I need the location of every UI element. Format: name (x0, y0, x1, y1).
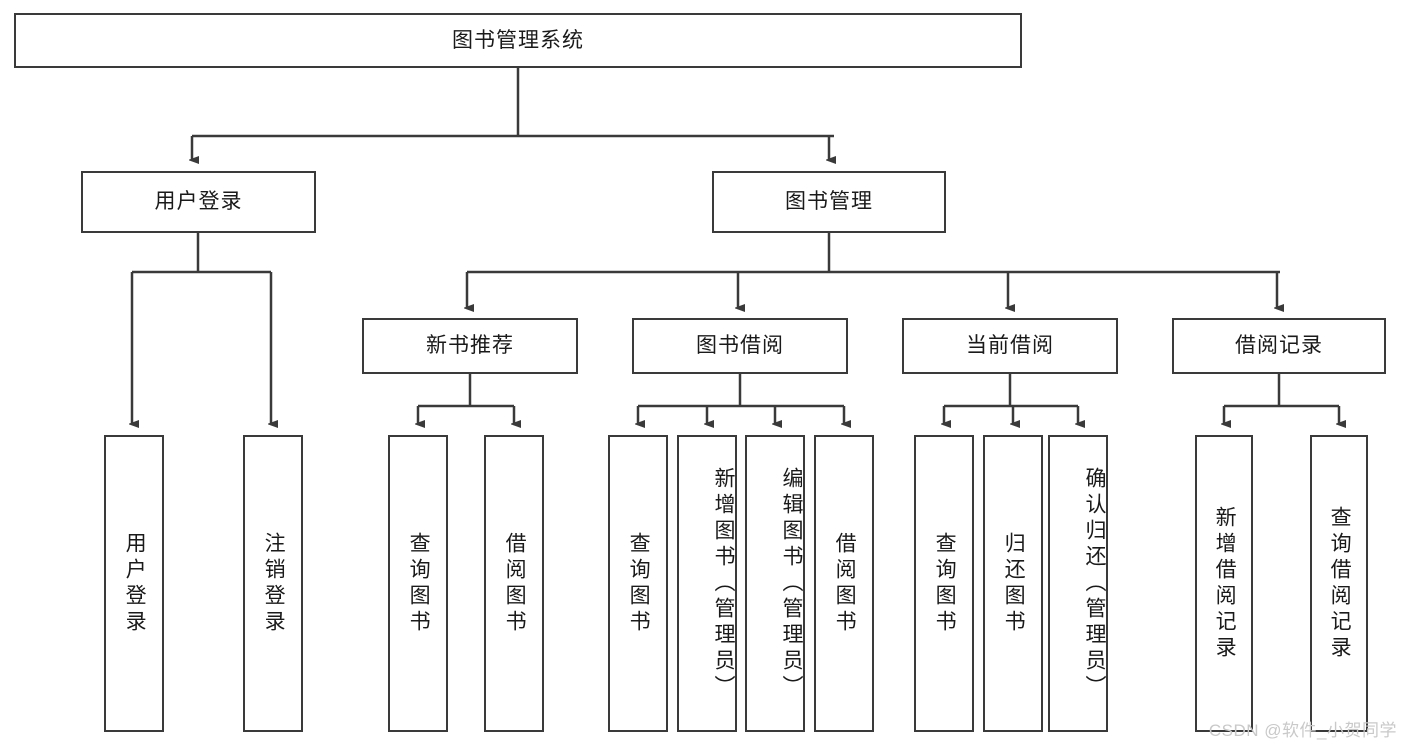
leaf-query-book-current[interactable]: 查询图书 (914, 435, 974, 732)
node-label: 新书推荐 (426, 334, 514, 358)
node-label: 注销登录 (262, 531, 286, 636)
leaf-confirm-return-admin[interactable]: 确认归还（管理员） (1048, 435, 1108, 732)
node-label: 查询图书 (627, 531, 651, 636)
node-label: 当前借阅 (966, 334, 1054, 358)
node-book-management[interactable]: 图书管理 (712, 171, 946, 233)
leaf-query-book-borrow[interactable]: 查询图书 (608, 435, 668, 732)
leaf-add-book-admin[interactable]: 新增图书（管理员） (677, 435, 737, 732)
node-user-login[interactable]: 用户登录 (81, 171, 316, 233)
node-label: 图书管理 (785, 190, 873, 214)
node-label: 新增图书（管理员） (712, 466, 735, 701)
node-book-management-system[interactable]: 图书管理系统 (14, 13, 1022, 68)
node-label: 查询图书 (407, 531, 431, 636)
node-label: 用户登录 (154, 190, 243, 214)
csdn-watermark: CSDN @软件_小贺同学 (1208, 721, 1397, 740)
node-label: 查询图书 (933, 531, 957, 636)
node-label: 借阅图书 (503, 531, 527, 636)
node-borrow-record[interactable]: 借阅记录 (1172, 318, 1386, 374)
node-label: 归还图书 (1002, 531, 1026, 636)
leaf-return-book[interactable]: 归还图书 (983, 435, 1043, 732)
node-label: 借阅记录 (1235, 334, 1323, 358)
leaf-query-borrow-record[interactable]: 查询借阅记录 (1310, 435, 1368, 732)
node-book-borrow[interactable]: 图书借阅 (632, 318, 848, 374)
node-label: 借阅图书 (833, 531, 857, 636)
leaf-edit-book-admin[interactable]: 编辑图书（管理员） (745, 435, 805, 732)
node-current-borrow[interactable]: 当前借阅 (902, 318, 1118, 374)
node-label: 新增借阅记录 (1213, 505, 1237, 662)
leaf-borrow-book-recommend[interactable]: 借阅图书 (484, 435, 544, 732)
node-label: 图书借阅 (696, 334, 784, 358)
node-label: 用户登录 (123, 531, 147, 636)
leaf-add-borrow-record[interactable]: 新增借阅记录 (1195, 435, 1253, 732)
node-label: 确认归还（管理员） (1083, 466, 1106, 701)
leaf-logout-login[interactable]: 注销登录 (243, 435, 303, 732)
node-label: 图书管理系统 (452, 28, 584, 52)
leaf-borrow-book[interactable]: 借阅图书 (814, 435, 874, 732)
leaf-query-book-recommend[interactable]: 查询图书 (388, 435, 448, 732)
leaf-user-login[interactable]: 用户登录 (104, 435, 164, 732)
node-label: 查询借阅记录 (1328, 505, 1352, 662)
node-new-book-recommend[interactable]: 新书推荐 (362, 318, 578, 374)
node-label: 编辑图书（管理员） (780, 466, 803, 701)
